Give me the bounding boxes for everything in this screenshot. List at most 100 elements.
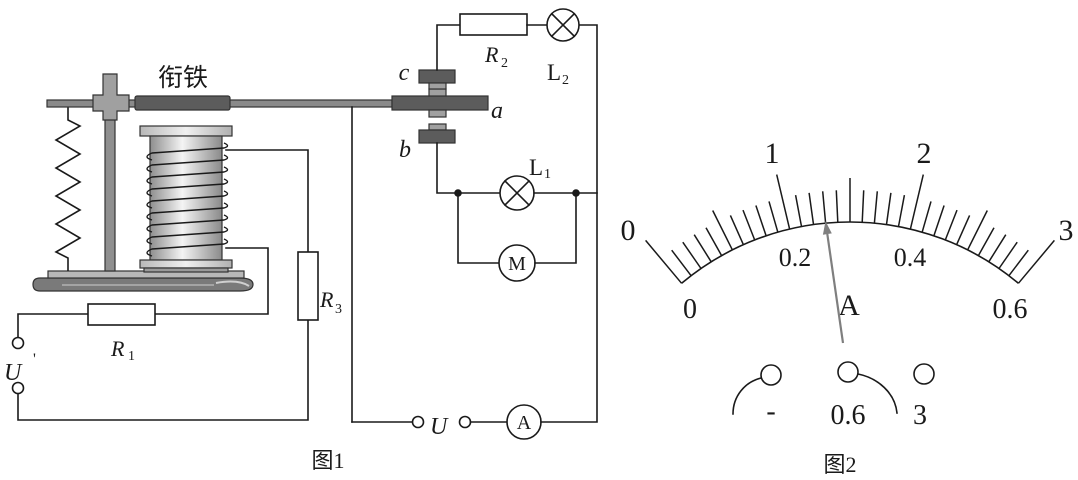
dial-tick-minor <box>885 192 892 225</box>
terminal-3 <box>913 363 935 385</box>
dial-tick-minor <box>768 201 779 233</box>
dial-tick-minor <box>693 234 712 263</box>
junction-dot <box>454 189 462 197</box>
dial-tick-minor <box>897 194 906 227</box>
r3-subscript: 3 <box>335 302 342 317</box>
control-voltage-label: U <box>4 360 23 386</box>
coil-winding <box>146 226 229 245</box>
contact-a-bar <box>391 95 489 111</box>
lead-wire-negative <box>732 377 762 415</box>
dial-pointer-arrowhead <box>822 221 832 235</box>
coil-winding <box>146 166 229 185</box>
wire <box>540 24 598 423</box>
wire <box>225 149 309 253</box>
dial-tick-minor <box>988 234 1007 263</box>
dial-tick-minor <box>794 194 803 227</box>
coil-winding <box>146 214 229 233</box>
working-circuit <box>351 8 598 440</box>
upper-scale-label: 1 <box>765 137 780 170</box>
wire <box>457 192 500 264</box>
coil-top-flange <box>139 125 233 137</box>
upper-scale-label: 0 <box>621 214 636 247</box>
dial-tick-minor <box>998 241 1018 269</box>
dial-unit-label: A <box>838 289 860 322</box>
contact-a-label: a <box>491 98 503 124</box>
dial-tick-minor <box>729 215 745 246</box>
supply-voltage-label: U <box>430 414 449 440</box>
figure-2-caption: 图2 <box>823 452 856 477</box>
dial-tick-major <box>775 174 791 230</box>
terminal-label: 3 <box>913 400 927 431</box>
resistor-r3 <box>297 251 319 321</box>
dial-tick-major <box>909 174 925 230</box>
r2-subscript: 2 <box>501 56 508 71</box>
terminal-0-6 <box>837 361 859 383</box>
l1-label: L <box>529 155 543 180</box>
figure-2-ammeter-dial: 0 1 2 3 0 0.2 0.4 0.6 A - 0.6 3 图2 <box>621 137 1074 477</box>
dial-tick-minor <box>977 227 995 256</box>
lower-scale-label: 0.4 <box>894 243 927 272</box>
terminal-label: - <box>766 396 775 427</box>
contact-a-bottom-tip <box>428 109 447 118</box>
base-hook <box>215 280 250 287</box>
r1-label: R <box>110 336 125 361</box>
dial-ticks <box>645 174 1055 284</box>
dial-tick-major <box>645 239 683 284</box>
wire <box>436 142 501 194</box>
pivot-post <box>104 115 116 272</box>
dial-pointer <box>826 233 845 344</box>
coil-winding <box>146 238 229 257</box>
dial-scale-arc <box>681 221 1019 284</box>
control-circuit <box>11 149 319 421</box>
dial-tick-minor <box>671 249 692 277</box>
pivot-cross <box>92 73 130 121</box>
contact-c-tip <box>428 82 447 90</box>
coil-winding <box>146 178 229 197</box>
lower-scale-label: 0.2 <box>779 243 812 272</box>
dial-tick-minor <box>1008 249 1029 277</box>
lead-wire-0-6 <box>857 373 898 414</box>
dial-tick-minor <box>921 201 932 233</box>
coil-winding <box>146 154 229 173</box>
coil-winding <box>146 202 229 221</box>
resistor-r1 <box>87 303 156 326</box>
armature <box>46 73 489 121</box>
r3-label: R <box>319 287 334 312</box>
dial-tick-minor <box>821 191 827 224</box>
dial-tick-minor <box>742 209 756 241</box>
terminal <box>458 415 472 429</box>
coil-bottom-flange <box>139 259 233 269</box>
ammeter-label: A <box>517 412 532 434</box>
relay-base <box>32 270 254 292</box>
r1-subscript: 1 <box>128 349 135 364</box>
junction-dot <box>572 189 580 197</box>
coil-mount <box>143 267 229 273</box>
terminal <box>411 415 425 429</box>
upper-scale-label: 3 <box>1059 214 1074 247</box>
dial-tick-minor <box>682 241 702 269</box>
figure-1-caption: 图1 <box>311 448 344 473</box>
return-spring <box>54 107 82 271</box>
lamp-cross <box>550 12 576 38</box>
control-voltage-prime: ' <box>33 351 36 368</box>
dial-tick-major <box>1017 239 1055 284</box>
lower-scale-label: 0.6 <box>993 294 1028 325</box>
motor-label: M <box>508 253 526 275</box>
dial-tick-medium <box>966 210 988 251</box>
resistor-r2 <box>459 13 528 36</box>
wire <box>534 192 577 264</box>
l2-label: L <box>547 60 561 85</box>
dial-tick-minor <box>705 227 723 256</box>
dial-tick-minor <box>808 192 815 225</box>
lower-scale-label: 0 <box>683 294 697 325</box>
upper-scale-label: 2 <box>917 137 932 170</box>
wire <box>17 319 309 421</box>
armature-iron-block <box>134 95 231 111</box>
contact-b-tip <box>428 123 447 131</box>
dial-tick-minor <box>755 205 767 237</box>
contact-a-top-tip <box>428 88 447 97</box>
dial-tick-minor <box>933 205 945 237</box>
electromagnet <box>139 125 233 273</box>
contact-c-label: c <box>399 60 410 86</box>
